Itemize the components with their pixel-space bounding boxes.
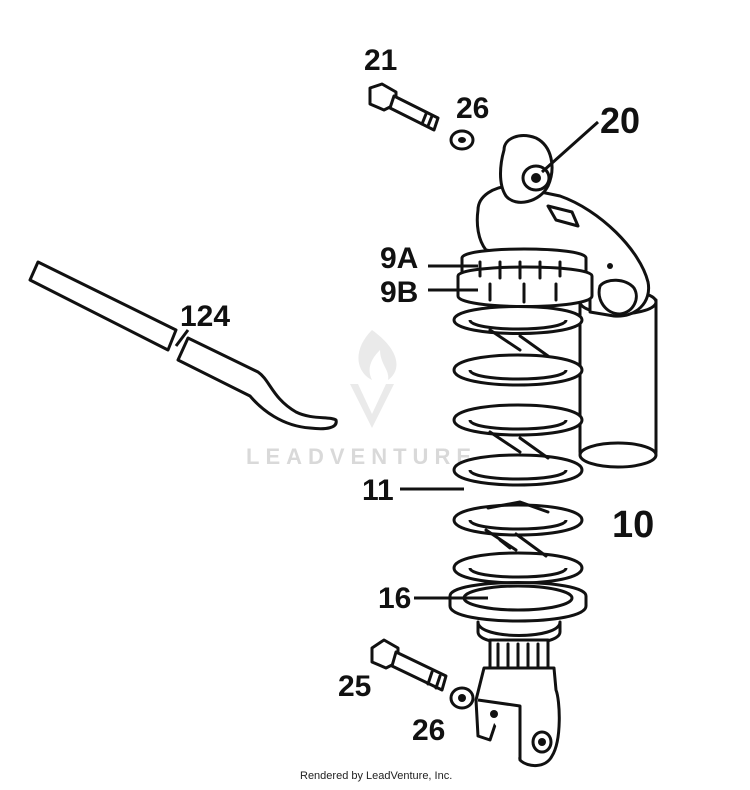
lower-body-clevis (474, 638, 561, 767)
part-16-spring-seat (448, 581, 588, 646)
render-credit: Rendered by LeadVenture, Inc. (300, 770, 452, 782)
leader-124 (174, 329, 190, 347)
callout-16: 16 (378, 582, 411, 615)
callout-21: 21 (364, 44, 397, 77)
callout-9a: 9A (380, 242, 418, 275)
callout-26-bottom: 26 (412, 714, 445, 747)
callout-124: 124 (180, 300, 230, 333)
leadventure-watermark-logo (350, 330, 397, 428)
thread-marks (478, 260, 562, 304)
callout-25: 25 (338, 670, 371, 703)
callout-11: 11 (362, 474, 394, 507)
callout-10: 10 (612, 504, 654, 546)
part-25-lower-bolt (370, 638, 448, 692)
v-mark-icon (350, 384, 394, 428)
inner-spring-hatching (484, 328, 550, 558)
part-26-lower-washer (449, 686, 475, 710)
part-124-spanner-wrench (28, 260, 338, 431)
callout-20: 20 (600, 100, 640, 141)
part-11-coil-spring (452, 305, 584, 585)
part-26-upper-washer (449, 129, 475, 151)
flame-icon (358, 330, 397, 380)
callout-9b: 9B (380, 276, 418, 309)
watermark-text: LEADVENTURE (246, 444, 477, 469)
leader-20 (541, 120, 599, 174)
lower-thread-marks (496, 642, 540, 668)
callout-26-top: 26 (456, 92, 489, 125)
part-21-upper-bolt (368, 82, 440, 132)
part-9a-9b-preload-rings (456, 247, 594, 308)
